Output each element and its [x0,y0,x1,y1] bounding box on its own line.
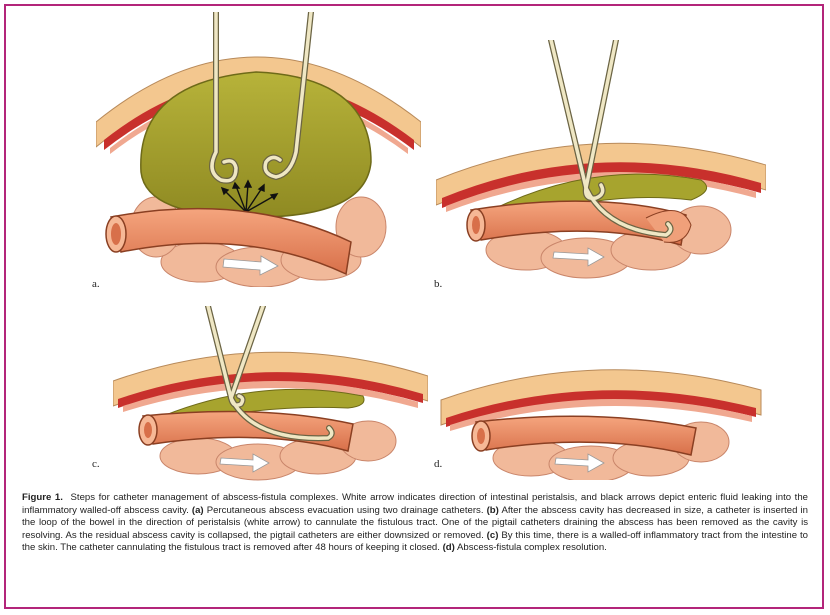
caption-tag-a: (a) [192,505,204,516]
caption-text-d: Abscess-fistula complex resolution. [457,542,607,553]
panel-c-illustration [113,306,428,481]
caption-tag-d: (d) [443,542,455,553]
caption-tag-b: (b) [487,505,499,516]
figure-caption: Figure 1. Steps for catheter management … [22,492,808,555]
panel-a-label: a. [92,278,100,290]
panel-b-illustration [436,40,766,285]
caption-heading: Figure 1. [22,492,63,503]
caption-text-a: Percutaneous abscess evacuation using tw… [207,505,484,516]
panel-a-illustration [96,12,421,287]
panel-c-label: c. [92,458,100,470]
panel-b-label: b. [434,278,442,290]
panel-d-label: d. [434,458,442,470]
panel-d-illustration [436,330,766,480]
caption-tag-c: (c) [487,530,499,541]
